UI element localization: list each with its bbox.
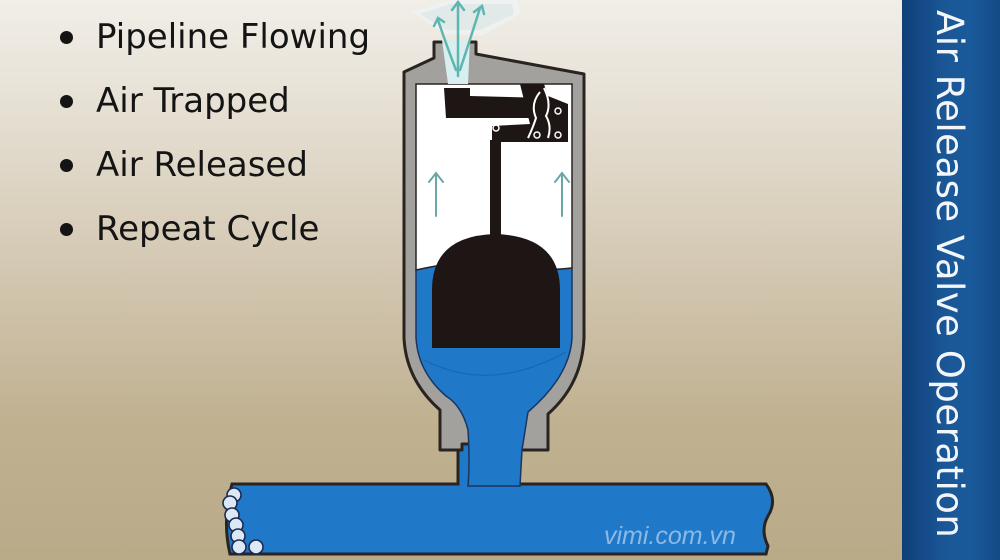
title-side-panel [902, 0, 1000, 560]
bullet-dot-icon [60, 31, 73, 44]
bullet-dot-icon [60, 95, 73, 108]
air-release-cloud-icon [412, 0, 520, 36]
pipeline [224, 442, 774, 556]
bullet-item: Repeat Cycle [58, 202, 370, 266]
air-rising-arrows-icon [428, 171, 570, 217]
valve-diagram [222, 0, 774, 556]
bullet-label: Repeat Cycle [96, 209, 320, 249]
bullet-list: Pipeline Flowing Air Trapped Air Release… [58, 10, 370, 266]
bullet-dot-icon [60, 223, 73, 236]
watermark: vimi.com.vn [604, 522, 736, 550]
bullet-item: Air Trapped [58, 74, 370, 138]
slide-title: Air Release Valve Operation [928, 10, 971, 539]
pivot-pin-icon [533, 131, 541, 139]
air-escape-arrows-icon [432, 0, 486, 78]
bullet-dot-icon [60, 159, 73, 172]
pivot-pin-icon [554, 131, 562, 139]
lever-linkage [444, 84, 568, 142]
bullet-label: Air Released [96, 145, 308, 185]
float-stem [490, 140, 501, 240]
bullet-item: Pipeline Flowing [58, 10, 370, 74]
bullet-label: Pipeline Flowing [96, 17, 371, 57]
bullet-label: Air Trapped [96, 81, 290, 121]
air-bubbles [222, 487, 264, 555]
pivot-pin-icon [554, 107, 562, 115]
pivot-pin-icon [492, 124, 500, 132]
float-ball [432, 234, 560, 348]
bullet-item: Air Released [58, 138, 370, 202]
